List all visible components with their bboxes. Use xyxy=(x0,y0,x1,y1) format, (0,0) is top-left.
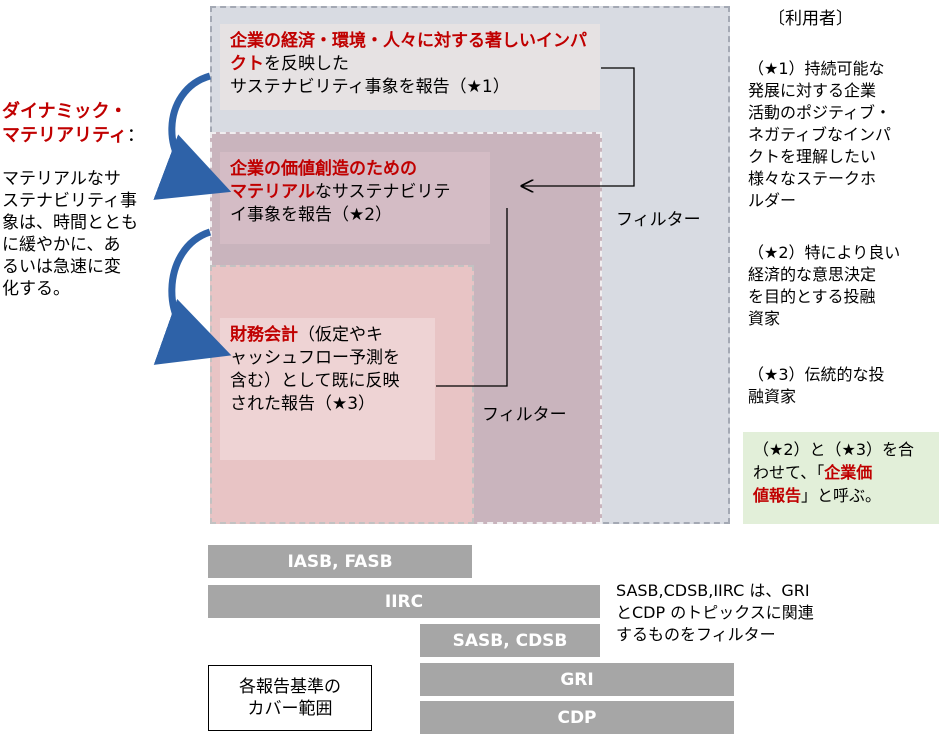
finance-line4: された報告（★3） xyxy=(230,394,376,414)
note-line3: するものをフィルター xyxy=(616,625,776,644)
combined-line1: （★2）と（★3）を合 xyxy=(753,440,915,459)
dynamic-desc-3: 象は、時間ととも xyxy=(2,213,138,233)
value-rest-2: なサステナビリテ xyxy=(314,182,451,202)
coverage-legend-box: 各報告基準の カバー範囲 xyxy=(208,665,372,731)
note-line1: SASB,CDSB,IIRC は、GRI xyxy=(616,581,810,600)
users-heading: 〔利用者〕 xyxy=(768,9,853,29)
value-label: 企業の価値創造のための マテリアルなサステナビリテ イ事象を報告（★2） xyxy=(220,152,490,244)
standard-bar-cdp: CDP xyxy=(420,701,734,734)
standard-bar-sasb-cdsb: SASB, CDSB xyxy=(420,624,600,657)
blue-curved-arrow-bottom xyxy=(153,228,232,365)
dynamic-desc-4: に緩やかに、あ xyxy=(2,235,121,255)
value-title-red-2: マテリアル xyxy=(230,182,315,202)
finance-label: 財務会計（仮定やキ ャッシュフロー予測を 含む）として既に反映 された報告（★3… xyxy=(220,318,435,460)
finance-title-red: 財務会計 xyxy=(230,325,298,345)
dynamic-desc-6: 化する。 xyxy=(2,279,70,299)
dynamic-materiality-block: ダイナミック・ マテリアリティ： マテリアルなサ ステナビリティ事 象は、時間と… xyxy=(2,100,162,300)
users-star2-block: （★2）特により良い 経済的な意思決定 を目的とする投融 資家 xyxy=(748,242,938,330)
finance-line3: 含む）として既に反映 xyxy=(230,371,400,391)
users-s1-4: ネガティブなインパ xyxy=(748,125,892,144)
note-line2: とCDP のトピックスに関連 xyxy=(616,603,814,622)
impact-title-rest: を反映した xyxy=(264,54,349,74)
users-s1-7: ルダー xyxy=(748,191,797,210)
dynamic-desc-1: マテリアルなサ xyxy=(2,169,121,189)
dynamic-title-2-line: マテリアリティ： xyxy=(2,124,162,148)
standard-bar-iasb-fasb: IASB, FASB xyxy=(208,545,472,578)
users-s2-2: 経済的な意思決定 xyxy=(748,265,877,284)
combined-line3-red: 値報告 xyxy=(753,486,802,505)
finance-rest-1: （仮定やキ xyxy=(298,325,383,345)
users-s3-1: （★3）伝統的な投 xyxy=(748,365,885,384)
outer-filter-connector xyxy=(522,67,635,186)
combined-line3-post: 」と呼ぶ。 xyxy=(801,486,882,505)
dynamic-desc-5: るいは急速に変 xyxy=(2,257,121,277)
impact-label: 企業の経済・環境・人々に対する著しいインパクトを反映した サステナビリティ事象を… xyxy=(220,24,600,110)
users-s1-6: 様々なステークホ xyxy=(748,169,877,188)
legend-line2: カバー範囲 xyxy=(247,699,333,719)
users-s2-1: （★2）特により良い xyxy=(748,243,901,262)
users-s1-1: （★1）持続可能な xyxy=(748,59,885,78)
users-star3-block: （★3）伝統的な投 融資家 xyxy=(748,364,938,408)
standard-bar-gri: GRI xyxy=(420,663,734,696)
impact-line3: サステナビリティ事象を報告（★1） xyxy=(230,77,510,97)
inner-filter-connector xyxy=(436,208,508,387)
finance-line2: ャッシュフロー予測を xyxy=(230,348,400,368)
blue-curved-arrow-top xyxy=(153,72,232,200)
dynamic-title-colon: ： xyxy=(126,125,145,146)
dynamic-title-2: マテリアリティ xyxy=(2,125,127,146)
value-line3: イ事象を報告（★2） xyxy=(230,205,393,225)
dynamic-title-1: ダイナミック・ xyxy=(2,101,128,122)
users-s2-4: 資家 xyxy=(748,309,781,328)
users-star1-block: （★1）持続可能な 発展に対する企業 活動のポジティブ・ ネガティブなインパ ク… xyxy=(748,58,938,212)
combined-line3: 値報告」と呼ぶ。 xyxy=(753,484,929,507)
inner-filter-label: フィルター xyxy=(482,405,567,425)
value-title-red-1: 企業の価値創造のための xyxy=(230,159,417,179)
combined-line2-red: 企業価 xyxy=(824,463,873,482)
combined-line2: わせて、「企業価 xyxy=(753,461,929,484)
legend-line1: 各報告基準の xyxy=(239,677,341,697)
combined-line2-pre: わせて、「 xyxy=(753,463,825,482)
users-s1-3: 活動のポジティブ・ xyxy=(748,103,892,122)
dynamic-desc-2: ステナビリティ事 xyxy=(2,191,137,211)
impact-title-red: 企業の経済・環境・人々に対する著しいインパクト xyxy=(230,31,587,74)
corporate-value-report-note: （★2）と（★3）を合 わせて、「企業価 値報告」と呼ぶ。 xyxy=(743,432,939,524)
users-s2-3: を目的とする投融 xyxy=(748,287,876,306)
users-s1-5: クトを理解したい xyxy=(748,147,877,166)
filter-note: SASB,CDSB,IIRC は、GRI とCDP のトピックスに関連 するもの… xyxy=(616,580,936,646)
users-s3-2: 融資家 xyxy=(748,387,797,406)
outer-filter-label: フィルター xyxy=(616,210,701,230)
users-s1-2: 発展に対する企業 xyxy=(748,81,877,100)
standard-bar-iirc: IIRC xyxy=(208,585,600,618)
